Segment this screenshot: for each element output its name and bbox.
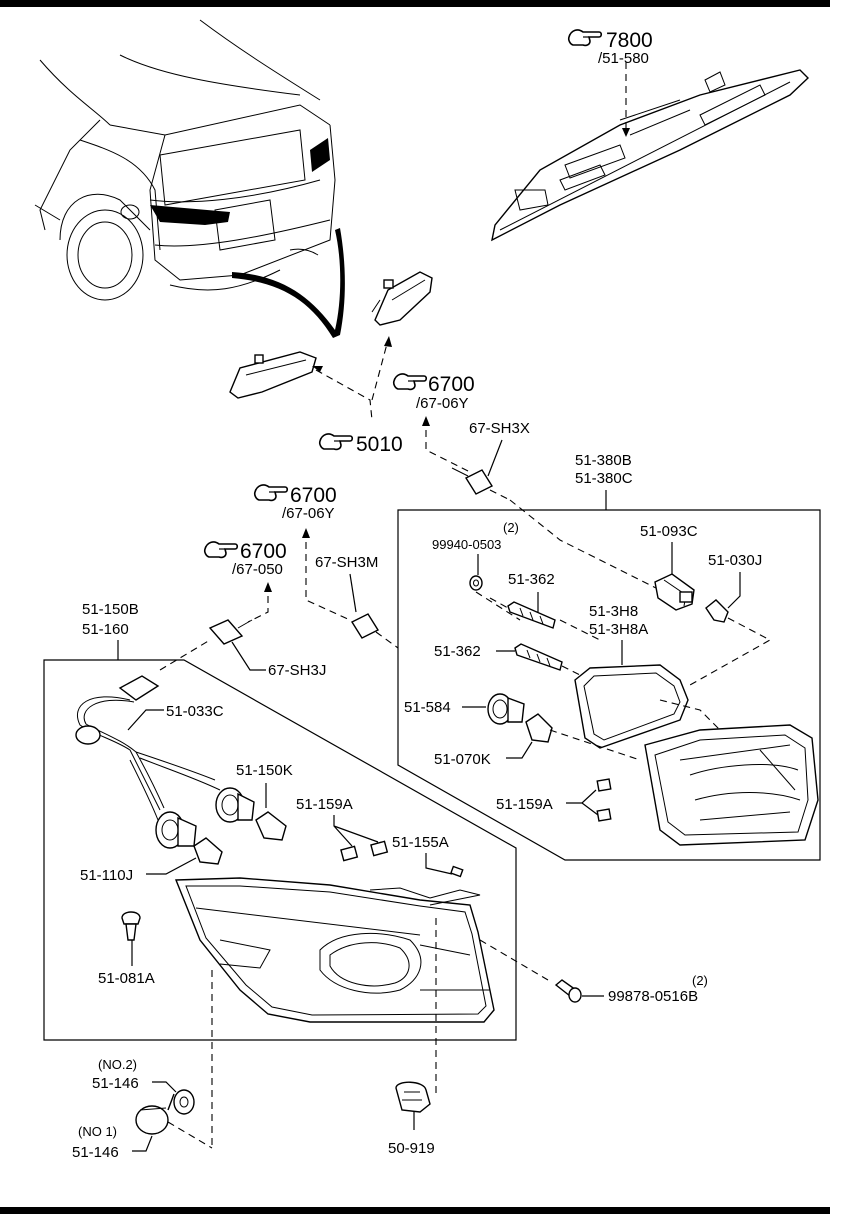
inner-lamp-group-outline — [397, 509, 821, 861]
cap-51-146-no1 — [135, 1105, 169, 1135]
ref-sub: /67-06Y — [282, 505, 335, 522]
reference-hand-icon — [253, 484, 289, 502]
nut-99940-0503 — [469, 575, 483, 591]
clip-51-081a — [121, 911, 141, 941]
ref-6700-upper[interactable]: 6700 /67-06Y — [392, 373, 475, 412]
label-no2: (NO.2) — [98, 1057, 137, 1072]
ref-number: 6700 — [240, 540, 287, 563]
ref-6700-middle[interactable]: 6700 /67-06Y — [253, 484, 337, 522]
label-no1: (NO 1) — [78, 1124, 117, 1139]
bulb-51-070k — [525, 713, 553, 743]
label-51-033c: 51-033C — [166, 703, 224, 720]
label-51-155a: 51-155A — [392, 834, 449, 851]
label-51-3h8a: 51-3H8A — [589, 621, 648, 638]
cap-51-146-no2 — [167, 1089, 195, 1115]
label-51-110j: 51-110J — [80, 867, 133, 884]
label-51-159a-left: 51-159A — [296, 796, 353, 813]
label-51-150b: 51-150B — [82, 601, 139, 618]
ref-sub: /51-580 — [598, 50, 649, 67]
top-border — [0, 0, 830, 7]
label-67-sh3x: 67-SH3X — [469, 420, 530, 437]
outer-lamp-group-outline — [43, 659, 517, 1041]
ref-7800[interactable]: 7800 /51-580 — [567, 29, 653, 67]
label-51-146-no1: 51-146 — [72, 1144, 119, 1161]
socket-left-lower — [155, 811, 197, 849]
label-51-081a: 51-081A — [98, 970, 155, 987]
ref-number: 6700 — [428, 373, 475, 396]
label-51-3h8: 51-3H8 — [589, 603, 638, 620]
wiring-harness-51-033c — [75, 675, 221, 821]
connector-67-sh3x — [451, 467, 494, 495]
bulb-51-150k — [255, 811, 287, 841]
screw-51-362-lower — [514, 643, 563, 671]
label-51-093c: 51-093C — [640, 523, 698, 540]
label-51-146-no2: 51-146 — [92, 1075, 139, 1092]
label-51-362-lower: 51-362 — [434, 643, 481, 660]
license-lamp-right — [371, 271, 433, 326]
outer-tail-lamp-housing — [174, 877, 495, 1023]
grommet-50-919 — [395, 1081, 431, 1113]
label-99940-0503: 99940-0503 — [432, 537, 501, 552]
label-51-160: 51-160 — [82, 621, 129, 638]
socket-51-093c — [654, 573, 695, 611]
label-51-380c: 51-380C — [575, 470, 633, 487]
vehicle-illustration — [34, 19, 345, 338]
label-qty-2-top: (2) — [503, 520, 519, 535]
reference-hand-icon — [318, 433, 354, 451]
reference-hand-icon — [392, 373, 428, 391]
label-51-159a-right: 51-159A — [496, 796, 553, 813]
ref-sub: /67-050 — [232, 561, 283, 578]
label-51-584: 51-584 — [404, 699, 451, 716]
label-qty-2-bottom: (2) — [692, 973, 708, 988]
ref-number: 7800 — [606, 29, 653, 52]
high-mount-stop-lamp — [491, 69, 810, 242]
label-51-030j: 51-030J — [708, 552, 762, 569]
screw-51-362-upper — [507, 601, 556, 629]
clip-51-159a-right — [596, 778, 612, 822]
label-51-150k: 51-150K — [236, 762, 293, 779]
socket-left-upper — [215, 787, 255, 823]
reference-hand-icon — [567, 29, 603, 47]
screw-99878-0516b — [554, 979, 582, 1003]
label-99878-0516b: 99878-0516B — [608, 988, 698, 1005]
ref-number: 6700 — [290, 484, 337, 507]
bulb-51-030j — [705, 599, 729, 623]
label-51-362-upper: 51-362 — [508, 571, 555, 588]
ref-5010[interactable]: 5010 — [318, 433, 403, 456]
label-51-380b: 51-380B — [575, 452, 632, 469]
label-67-sh3j: 67-SH3J — [268, 662, 326, 679]
label-51-070k: 51-070K — [434, 751, 491, 768]
ref-sub: /67-06Y — [416, 395, 469, 412]
connector-67-sh3m — [350, 613, 380, 639]
socket-51-584 — [487, 693, 525, 725]
inner-tail-lamp-housing — [644, 724, 819, 846]
gasket-51-3h8 — [574, 664, 689, 749]
bottom-border — [0, 1207, 830, 1214]
label-67-sh3m: 67-SH3M — [315, 554, 378, 571]
clip-51-155a — [450, 865, 464, 878]
clip-51-159a-left — [340, 840, 389, 862]
ref-number: 5010 — [356, 433, 403, 456]
license-lamp-left — [229, 351, 317, 399]
ref-6700-lower[interactable]: 6700 /67-050 — [203, 540, 287, 578]
connector-67-sh3j — [208, 619, 253, 645]
reference-hand-icon — [203, 541, 239, 559]
label-50-919: 50-919 — [388, 1140, 435, 1157]
bulb-51-110j — [193, 837, 223, 865]
